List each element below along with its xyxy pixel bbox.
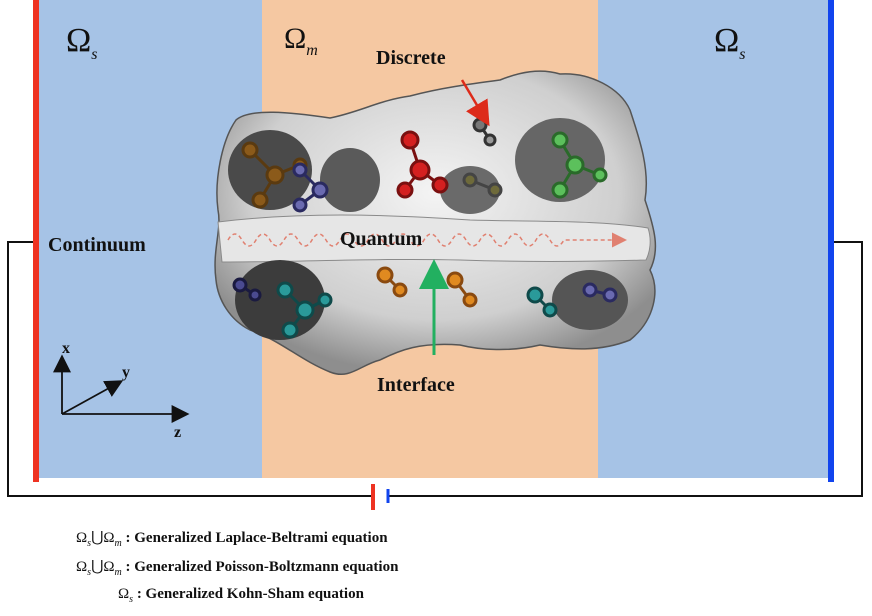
x-axis-label: x [62, 340, 70, 357]
continuum-label: Continuum [48, 234, 146, 256]
interface-label: Interface [377, 374, 455, 396]
cavity [515, 118, 605, 202]
circuit-wire [7, 241, 863, 497]
omega-s-right-label: Ωs [714, 22, 746, 63]
discrete-arrow [460, 79, 490, 127]
equation-poisson-boltzmann: Ωs⋃Ωm : Generalized Poisson-Boltzmann eq… [76, 559, 399, 578]
left-electrode [33, 0, 39, 482]
molecule-teal [276, 281, 333, 339]
molecule-olive [462, 172, 503, 198]
molecule-red [396, 130, 449, 199]
equation-laplace-beltrami: Ωs⋃Ωm : Generalized Laplace-Beltrami equ… [76, 530, 388, 549]
discrete-label: Discrete [376, 47, 446, 69]
molecule-teal-right [526, 286, 558, 318]
z-axis-label: z [174, 424, 182, 441]
quantum-wave [227, 232, 627, 248]
cavity [552, 270, 628, 330]
molecule-green [551, 131, 608, 199]
quantum-channel [217, 214, 651, 263]
y-axis-label: y [122, 364, 130, 381]
y-axis [61, 380, 124, 415]
right-electrode [828, 0, 834, 482]
molecule-orange [376, 266, 478, 308]
quantum-label: Quantum [340, 228, 423, 250]
molecule-brown [241, 141, 308, 209]
cavity [235, 260, 325, 340]
equation-kohn-sham: Ωs : Generalized Kohn-Sham equation [118, 586, 364, 605]
cavity [440, 166, 500, 214]
molecule-violet-right [582, 282, 618, 303]
cavity [320, 148, 380, 212]
molecule-purple [292, 162, 329, 213]
molecule-navy-left [232, 277, 262, 302]
omega-m-label: Ωm [284, 22, 318, 59]
omega-s-left-label: Ωs [66, 22, 98, 63]
